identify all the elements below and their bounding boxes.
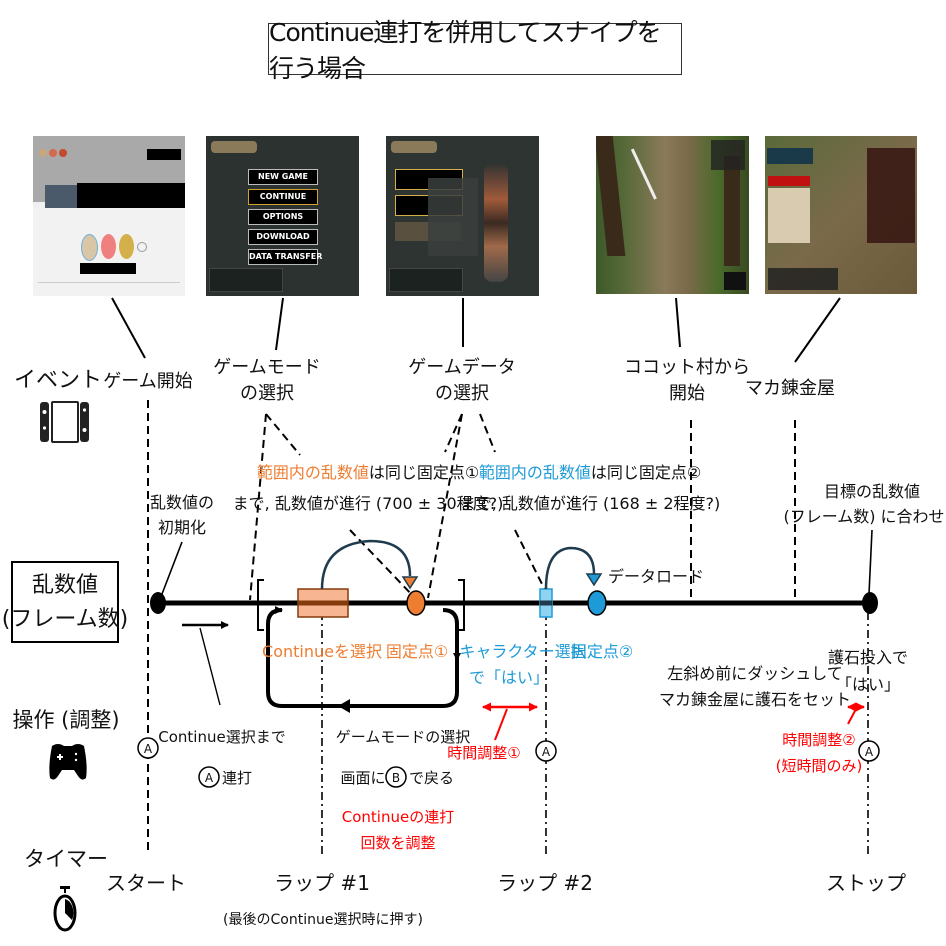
mash-label-line2: 連打 [222,769,252,787]
range2-rest: は同じ固定点② [591,463,701,482]
event-kokot-line2: 開始 [669,383,705,404]
rng-target-point [862,592,878,614]
a-button-icon [535,740,557,762]
fixed-point-2 [587,590,607,616]
page-title: Continue連打を併用してスナイプを行う場合 [268,18,682,83]
adjust-label-line1: Continueの連打 [342,808,454,826]
row-label-rng-line1: 乱数値 [32,573,98,598]
jump-arrowhead-2 [585,573,603,587]
char-select-label-line1: キャラクター選択 [459,642,586,661]
mode-menu-item: NEW GAME [248,169,318,185]
dash-label-line2: マカ錬金屋に護石をセット [659,690,851,709]
event-maka: マカ錬金屋 [745,378,835,399]
gamepad-icon [49,744,87,780]
row-label-timer: タイマー [24,847,108,871]
loop-up-arrow [266,606,283,690]
fixed-point-1 [406,590,426,616]
loop-down-arrow [442,608,461,661]
row-label-rng-line2: (フレーム数) [2,607,129,632]
mode-menu-item: CONTINUE [248,189,318,205]
a-button-icon [198,766,220,788]
target-line2: (フレーム数) に合わせる [783,507,946,526]
fixed-point-1-label: 固定点① [386,642,448,661]
data-load-label: データロード [608,567,704,586]
a-button-icon [137,737,159,759]
screenshot-game-data-select [386,136,539,296]
jump-arc-2 [544,546,596,590]
timer-lap2: ラップ #2 [497,871,593,895]
back-label-line1: ゲームモードの選択 [336,728,471,746]
range2-line2: まで, 乱数値が進行 (168 ± 2程度?) [460,494,721,513]
range1-colored: 範囲内の乱数値 [257,463,369,482]
init-label-line1: 乱数値の [150,493,214,512]
a-button-glyph: A [542,745,551,759]
b-button-glyph: B [392,771,400,785]
b-button-icon [385,766,407,788]
a-button-glyph: A [865,745,874,759]
jump-arrowhead-1 [401,576,419,590]
switch-console-icon [40,401,89,443]
title-text: Continue連打を併用してスナイプを行う場合 [269,18,662,83]
time-adjust-1-label: 時間調整① [447,744,520,762]
fixed-point-2-label: 固定点② [571,642,633,661]
screenshot-game-mode-select: NEW GAME CONTINUE OPTIONS DOWNLOAD DATA TRAN… [206,136,359,296]
row-label-operation: 操作 (調整) [12,708,119,732]
charm-label-line1: 護石投入で [828,648,908,667]
rng-start-point [150,592,166,614]
range-bracket-right [458,579,465,631]
jump-arc-1 [320,539,412,590]
mode-menu-item: OPTIONS [248,209,318,225]
time-adjust-2-line1: 時間調整② [782,731,855,749]
rng-row-label-box [11,561,119,643]
init-label-line2: 初期化 [158,518,206,537]
back-label-line2a: 画面に [340,769,385,787]
mode-menu-item: DATA TRANSFER [248,249,322,265]
range1-line1: 範囲内の乱数値は同じ固定点① [257,463,479,482]
adjust-label-line2: 回数を調整 [360,834,435,852]
timer-lap1-note: (最後のContinue選択時に押す) [223,912,423,928]
range1-rest: は同じ固定点① [369,463,479,482]
event-data-select-line2: の選択 [435,383,489,404]
event-mode-select-line1: ゲームモード [213,357,320,378]
screenshot-switch-user-select [33,136,185,296]
timer-start: スタート [106,871,186,895]
screenshot-kokot-village [596,136,749,294]
range2-colored: 範囲内の乱数値 [479,463,591,482]
back-label-line2b: で戻る [409,769,454,787]
dash-label-line1: 左斜め前にダッシュして [667,664,843,683]
timer-lap1: ラップ #1 [274,871,370,895]
event-mode-select-line2: の選択 [240,383,294,404]
mash-label-line1: Continue選択まで [158,728,285,746]
charm-label-line2: 「はい」 [836,675,900,694]
continue-select-label: Continueを選択 [262,642,382,661]
timer-stop: ストップ [826,871,906,895]
row-label-event: イベント [14,368,102,393]
event-game-start: ゲーム開始 [103,371,192,392]
range1-line2: まで, 乱数値が進行 (700 ± 30程度?) [233,494,504,513]
a-button-icon [858,740,880,762]
range-bracket-left [257,579,264,631]
target-line1: 目標の乱数値 [824,482,920,501]
mode-menu-item: DOWNLOAD [248,229,318,245]
stopwatch-icon [53,886,77,932]
loop-back-arrowhead [338,699,350,713]
event-kokot-line1: ココット村から [624,357,750,378]
a-button-glyph: A [144,742,153,756]
screenshot-maka-alchemy [765,136,917,294]
range2-line1: 範囲内の乱数値は同じ固定点② [479,463,701,482]
a-button-glyph: A [205,771,214,785]
time-adjust-2-line2: (短時間のみ) [776,757,863,775]
event-data-select-line1: ゲームデータ [408,357,515,378]
connector-line [111,297,146,359]
char-select-label-line2: で「はい」 [469,668,549,687]
